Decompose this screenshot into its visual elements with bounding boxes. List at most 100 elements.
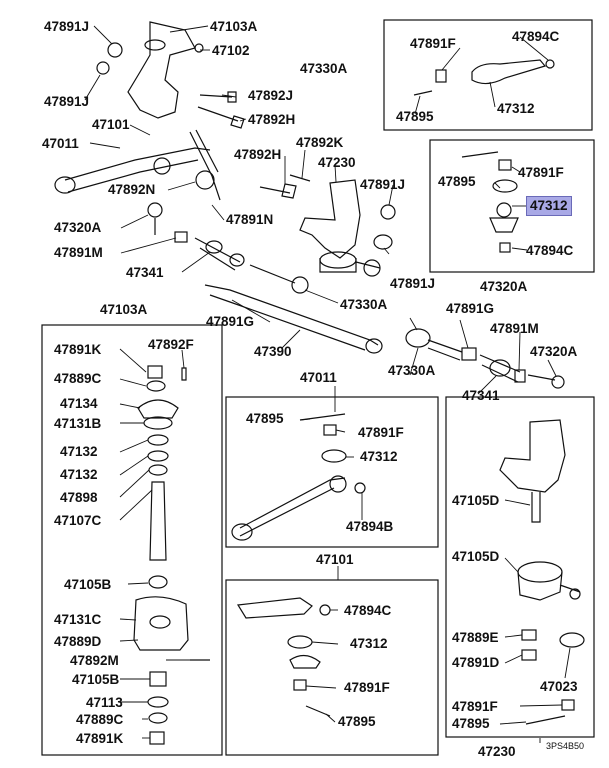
label-47011-a: 47011	[42, 136, 79, 151]
label-47312-c: 47312	[350, 636, 388, 651]
arm-ball-box5	[569, 588, 581, 600]
label-47891K-b: 47891K	[76, 731, 124, 746]
diagram-code: 3PS4B50	[546, 741, 585, 751]
bracket-47230	[299, 179, 361, 259]
boot-47312-box2	[492, 179, 518, 193]
tie-rod-link	[249, 264, 296, 284]
box-47011	[225, 396, 439, 548]
relay-rod-joint-box3	[329, 475, 347, 493]
tube-right-end	[489, 359, 511, 377]
housing-47131C	[133, 596, 189, 651]
adjust-tube-47341-right	[479, 354, 521, 383]
label-47131C: 47131C	[54, 612, 102, 627]
label-47101-a: 47101	[92, 117, 130, 132]
bolt-47892H-top	[197, 106, 245, 129]
label-47312-a: 47312	[497, 101, 535, 116]
sleeve-right	[461, 347, 477, 361]
label-47891F-c: 47891F	[358, 425, 404, 440]
bracket-boss	[144, 39, 166, 51]
bolt-47892H-mid	[259, 183, 297, 199]
tie-rod-end-47330A	[291, 276, 309, 294]
washer-47889C-b	[148, 712, 168, 724]
relay-rod-47011	[64, 147, 211, 181]
label-47892J: 47892J	[248, 88, 294, 103]
idler-arm-box4	[236, 597, 313, 619]
nut-47891D	[521, 649, 537, 661]
label-47898: 47898	[60, 490, 98, 505]
tube-end-b	[229, 253, 245, 267]
label-47891F-b: 47891F	[518, 165, 564, 180]
washer-47889C-a	[146, 380, 166, 392]
adjust-tube-47341	[194, 237, 241, 271]
ball-47312-box2	[496, 202, 512, 218]
label-47011-b: 47011	[300, 370, 337, 385]
label-47891F-d: 47891F	[344, 680, 390, 695]
bushing-47891J-b	[373, 234, 393, 250]
tie-rod-shaft-right	[427, 339, 463, 361]
nut-47891K-a	[147, 365, 163, 379]
label-47105B-b: 47105B	[72, 672, 120, 687]
boot-47312-box3	[321, 449, 347, 463]
shaft-47107C	[149, 481, 167, 561]
tie-rod-end-47330A-right	[405, 328, 431, 348]
nut-47891F-box1	[435, 69, 447, 83]
nut-47891J-top	[107, 42, 123, 58]
label-47312-highlighted[interactable]: 47312	[526, 196, 572, 216]
nut-47891F-box2	[498, 159, 512, 171]
sleeve-47891M	[174, 231, 188, 243]
box-47230	[445, 396, 595, 738]
bushing-47105B-b	[149, 671, 167, 687]
label-47892N: 47892N	[108, 182, 156, 197]
label-47894C-c: 47894C	[344, 603, 392, 618]
label-47891J-c: 47891J	[360, 177, 406, 192]
label-47891J-a: 47891J	[44, 19, 90, 34]
nut-47894C-box2	[499, 242, 511, 253]
label-47132-a: 47132	[60, 444, 98, 459]
cup-47312-box4	[289, 654, 321, 669]
label-47320A-a: 47320A	[54, 220, 102, 235]
label-47023: 47023	[540, 679, 578, 694]
bracket-lower-arm	[319, 258, 381, 273]
label-47101-b: 47101	[316, 552, 354, 567]
nut-47891F-box3	[323, 424, 337, 436]
label-47889E: 47889E	[452, 630, 499, 645]
seal-47023	[559, 632, 585, 648]
relay-rod-center-joint	[153, 157, 171, 175]
tie-rod-end-47312	[471, 59, 547, 85]
label-47895-d: 47895	[338, 714, 376, 729]
label-47891M-a: 47891M	[54, 245, 103, 260]
label-47891J-d: 47891J	[390, 276, 436, 291]
label-47895-c: 47895	[246, 411, 284, 426]
tie-rod-end-ball-right	[551, 375, 565, 389]
label-47891K-a: 47891K	[54, 342, 102, 357]
label-47889C-a: 47889C	[54, 371, 102, 386]
nut-47891F-box4	[293, 679, 307, 691]
label-47312-b: 47312	[360, 449, 398, 464]
box-47101	[225, 579, 439, 756]
ball-joint-right	[363, 259, 381, 277]
label-47889D: 47889D	[54, 634, 102, 649]
housing-bore	[149, 615, 171, 629]
label-47891N: 47891N	[226, 212, 274, 227]
label-47892K: 47892K	[296, 135, 344, 150]
label-47320A-b: 47320A	[480, 279, 528, 294]
label-47889C-b: 47889C	[76, 712, 124, 727]
label-47105B-a: 47105B	[64, 577, 112, 592]
nut-47891F-box5	[561, 699, 575, 711]
arm-link-box5	[517, 571, 581, 601]
label-47113: 47113	[86, 695, 123, 710]
relay-rod-end-left	[54, 176, 76, 194]
pin-47895-box5	[525, 715, 566, 725]
label-47892H-b: 47892H	[234, 147, 282, 162]
nut-47891M-right	[514, 369, 526, 383]
ring-47132-b	[147, 450, 169, 462]
label-47134: 47134	[60, 396, 98, 411]
bushing-47891J-a	[380, 204, 396, 220]
relay-rod-end-box3	[231, 523, 253, 541]
nut-47891K-b	[149, 731, 165, 745]
box-47103A	[41, 324, 223, 756]
relay-rod-right-joint	[195, 170, 215, 190]
label-47105D-a: 47105D	[452, 493, 500, 508]
label-47895-b: 47895	[438, 174, 476, 189]
label-47132-b: 47132	[60, 467, 98, 482]
